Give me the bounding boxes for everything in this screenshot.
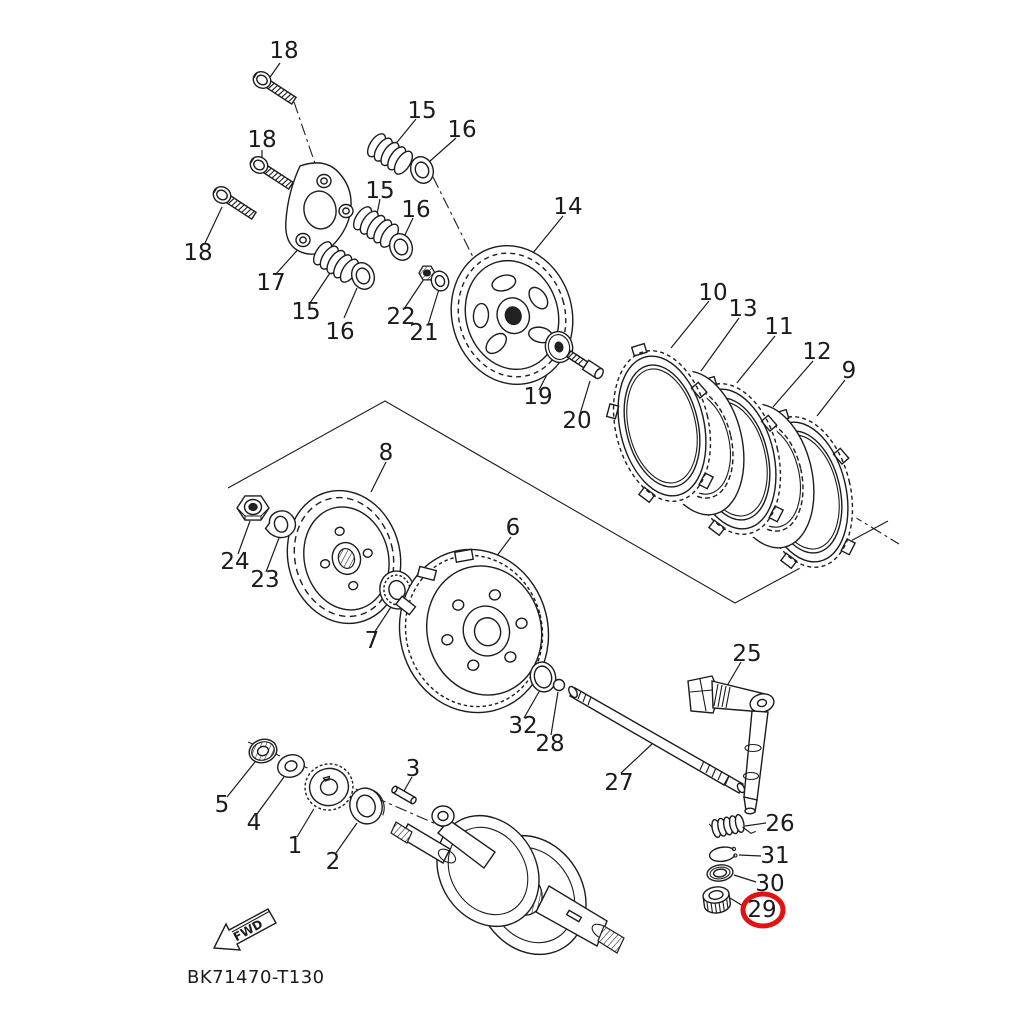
part-label-23: 23 bbox=[250, 567, 279, 593]
part-label-22: 22 bbox=[386, 304, 415, 330]
part-label-15: 15 bbox=[407, 98, 436, 124]
part-label-15: 15 bbox=[291, 299, 320, 325]
part-label-16: 16 bbox=[401, 197, 430, 223]
part-label-7: 7 bbox=[365, 628, 380, 654]
o-ring-32 bbox=[527, 659, 559, 694]
leader-lines bbox=[205, 63, 845, 906]
bolt-18-b bbox=[246, 152, 296, 194]
part-label-28: 28 bbox=[535, 731, 564, 757]
washer-21 bbox=[429, 269, 452, 294]
bolt-20 bbox=[566, 349, 605, 380]
part-label-3: 3 bbox=[406, 756, 421, 782]
part-label-13: 13 bbox=[728, 296, 757, 322]
push-lever-25 bbox=[688, 676, 776, 814]
fwd-arrow: FWD bbox=[214, 909, 276, 950]
part-label-1: 1 bbox=[288, 833, 303, 859]
part-label-25: 25 bbox=[732, 641, 761, 667]
primary-gear-1 bbox=[302, 760, 356, 814]
part-label-18: 18 bbox=[247, 127, 276, 153]
part-label-24: 24 bbox=[220, 549, 249, 575]
clutch-spring-15-a bbox=[363, 130, 417, 178]
part-label-18: 18 bbox=[269, 38, 298, 64]
part-label-29: 29 bbox=[747, 897, 776, 923]
clutch-housing-6 bbox=[382, 534, 565, 729]
part-label-21: 21 bbox=[409, 320, 438, 346]
part-label-17: 17 bbox=[256, 270, 285, 296]
nut-5 bbox=[246, 736, 280, 767]
part-label-15: 15 bbox=[365, 178, 394, 204]
diagram-code: BK71470-T130 bbox=[187, 967, 325, 988]
part-label-11: 11 bbox=[764, 314, 793, 340]
collar-2 bbox=[345, 783, 388, 828]
part-label-10: 10 bbox=[698, 280, 727, 306]
part-label-16: 16 bbox=[325, 319, 354, 345]
part-label-30: 30 bbox=[755, 871, 784, 897]
part-label-14: 14 bbox=[553, 194, 582, 220]
part-label-18: 18 bbox=[183, 240, 212, 266]
bearing-29 bbox=[702, 885, 731, 914]
part-label-8: 8 bbox=[379, 440, 394, 466]
washer-4 bbox=[275, 751, 307, 780]
part-label-27: 27 bbox=[604, 770, 633, 796]
part-label-26: 26 bbox=[765, 811, 794, 837]
crankshaft bbox=[391, 796, 624, 975]
part-label-16: 16 bbox=[447, 117, 476, 143]
oil-seal-30 bbox=[706, 863, 734, 882]
part-label-20: 20 bbox=[562, 408, 591, 434]
dowel-pin-3 bbox=[391, 785, 417, 804]
nut-24 bbox=[237, 496, 269, 520]
ball-28 bbox=[554, 680, 565, 691]
part-label-32: 32 bbox=[508, 713, 537, 739]
part-label-19: 19 bbox=[523, 384, 552, 410]
push-rod-27 bbox=[567, 685, 746, 794]
clutch-boss-8 bbox=[273, 478, 414, 635]
part-label-5: 5 bbox=[215, 792, 230, 818]
circlip-31 bbox=[709, 845, 738, 863]
part-label-2: 2 bbox=[326, 849, 341, 875]
spring-plate-17 bbox=[286, 163, 353, 254]
bolt-18-a bbox=[249, 67, 299, 109]
return-spring-26 bbox=[709, 812, 756, 842]
part-label-6: 6 bbox=[506, 515, 521, 541]
part-label-31: 31 bbox=[760, 843, 789, 869]
pressure-plate-14 bbox=[435, 231, 589, 399]
part-label-12: 12 bbox=[802, 339, 831, 365]
part-label-9: 9 bbox=[842, 358, 857, 384]
highlight-circle-part-29 bbox=[743, 894, 783, 926]
part-labels: 1818181516151617151622211419201013111298… bbox=[183, 38, 856, 926]
part-label-4: 4 bbox=[247, 810, 262, 836]
lock-washer-23 bbox=[262, 508, 298, 541]
plate-washer-19 bbox=[542, 329, 576, 366]
